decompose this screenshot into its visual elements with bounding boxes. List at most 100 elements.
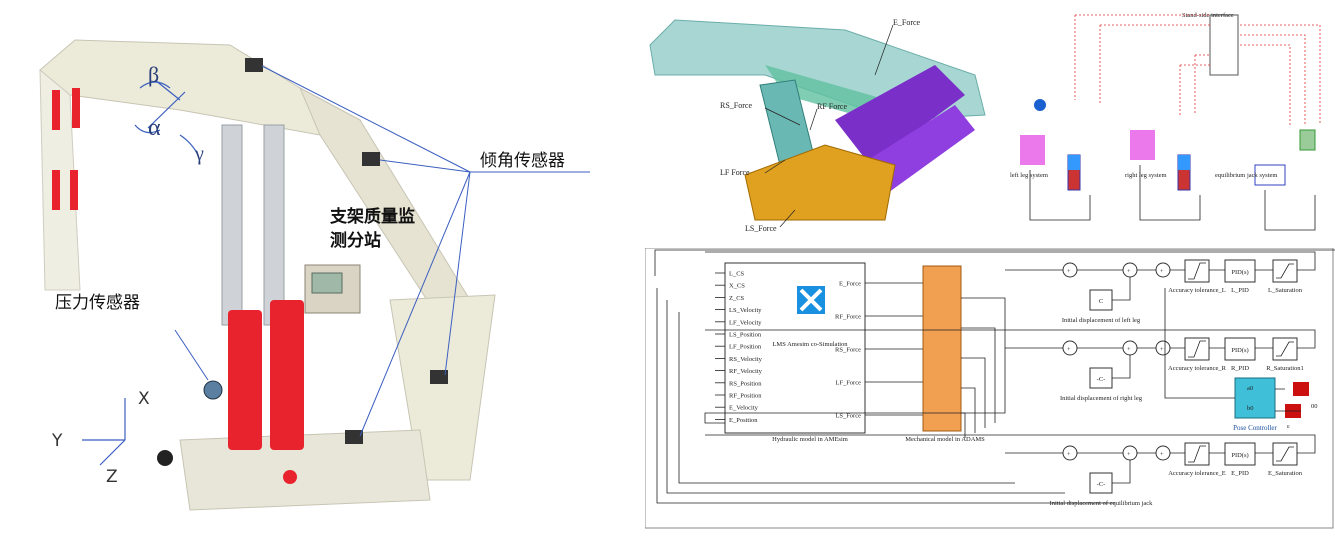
saturation-label: R_Saturation1 — [1266, 365, 1304, 372]
amesim-input-label: RS_Velocity — [729, 356, 763, 363]
side-cylinder — [52, 170, 60, 210]
simulink-diagram: L_CSX_CSZ_CSLS_VelocityLF_VelocityLS_Pos… — [644, 247, 1335, 529]
deadzone-icon — [1188, 262, 1206, 280]
saturation-icon — [1276, 446, 1294, 462]
adams-base — [744, 144, 896, 221]
pressure-sensor-label: 压力传感器 — [55, 293, 140, 313]
const-value: -C- — [1097, 376, 1106, 383]
amesim-input-label: LF_Velocity — [729, 319, 762, 326]
amesim-input-ports: L_CSX_CSZ_CSLS_VelocityLF_VelocityLS_Pos… — [715, 271, 763, 424]
pid-block[interactable] — [1224, 442, 1256, 466]
left-leg-cylinder — [228, 310, 262, 450]
xyz-axes — [82, 398, 126, 466]
rs-force-label: RS_Force — [720, 101, 752, 110]
force-output-label: LF_Force — [835, 380, 861, 387]
control-row: +++-C-Initial displacement of equilibriu… — [705, 434, 1316, 507]
hydraulic-support-3d-panel: β α γ X Y Z 倾角传感器 支架质量监 测分站 压力传感器 — [0, 0, 620, 537]
left-leg-system — [1020, 135, 1091, 221]
feedback-wires — [654, 249, 1335, 504]
monitoring-station-label-1: 支架质量监 — [330, 206, 415, 227]
sum-sign: + — [1067, 451, 1071, 458]
red-const-1[interactable] — [1293, 382, 1309, 396]
const-value: -C- — [1097, 481, 1106, 488]
saturation-icon — [1276, 341, 1294, 357]
base-mark — [283, 470, 297, 484]
adams-model-illustration: E_Force RS_Force RF Force LF Force LS_Fo… — [649, 18, 986, 233]
sum-sign: + — [1127, 268, 1131, 275]
amesim-block[interactable] — [724, 262, 866, 434]
side-cylinder — [72, 88, 80, 128]
amesim-input-label: X_CS — [729, 283, 745, 290]
pose-controller-label: Pose Controller — [1233, 424, 1277, 432]
pid-label: L_PID — [1231, 287, 1249, 294]
saturation-icon — [1276, 263, 1294, 279]
hydraulic-support-illustration: β α γ X Y Z 倾角传感器 支架质量监 测分站 压力传感器 — [39, 39, 590, 511]
amesim-input-label: RF_Position — [729, 393, 762, 400]
amesim-schematic-panel: Stand-side interface left leg system rig… — [1010, 5, 1335, 237]
adams-output-wires — [704, 297, 1006, 438]
pid-block[interactable] — [1224, 337, 1256, 361]
tolerance-label: Accuracy tolerance_E — [1168, 470, 1226, 477]
const-value: C — [1099, 298, 1103, 305]
alpha-label: α — [148, 115, 161, 141]
right-leg-system — [1130, 130, 1201, 221]
sum-sign: + — [1127, 451, 1131, 458]
interface-block — [1209, 14, 1239, 76]
force-output-label: RF_Force — [835, 314, 861, 321]
amesim-input-label: RF_Velocity — [729, 368, 763, 375]
row-wire — [705, 329, 1316, 349]
axis-z-label: Z — [106, 467, 118, 487]
amesim-schematic: Stand-side interface left leg system rig… — [1010, 12, 1321, 231]
force-output-label: RS_Force — [835, 347, 861, 354]
signal-lines — [1074, 14, 1321, 125]
force-output-label: E_Force — [839, 281, 861, 288]
pid-text: PID(s) — [1231, 269, 1248, 276]
pressure-sensor — [203, 380, 223, 400]
right-leg-stem — [263, 124, 285, 326]
pid-text: PID(s) — [1231, 347, 1248, 354]
angle-indicators — [134, 79, 199, 156]
const-wire — [1112, 277, 1131, 301]
sum-sign: + — [1127, 346, 1131, 353]
interface-header: Stand-side interface — [1182, 12, 1234, 19]
pid-block[interactable] — [1224, 259, 1256, 283]
row-wire — [705, 434, 1316, 454]
amesim-input-label: RS_Position — [729, 380, 762, 387]
tilt-sensor-canopy — [245, 58, 263, 72]
sum-sign: + — [1160, 268, 1164, 275]
deadzone-icon — [1188, 340, 1206, 358]
red-const-1-label: 00 — [1311, 403, 1318, 410]
const-label: Initial displacement of equilibrium jack — [1050, 500, 1154, 507]
rf-force-label: RF Force — [817, 102, 847, 111]
control-row: +++-C-Initial displacement of right legA… — [705, 329, 1316, 402]
adams-model-panel: E_Force RS_Force RF Force LF Force LS_Fo… — [645, 5, 1015, 237]
row-wire — [705, 251, 1316, 271]
sum-sign: + — [1067, 268, 1071, 275]
amesim-input-label: L_CS — [729, 271, 745, 278]
amesim-center-label: LMS Amesim co-Simulation — [772, 341, 848, 348]
left-leg-stem — [221, 124, 243, 326]
adams-force-leaders — [764, 24, 894, 228]
const-wire — [1112, 355, 1131, 379]
pid-label: R_PID — [1231, 365, 1249, 372]
pose-controller-block[interactable] — [1234, 377, 1276, 419]
amesim-input-label: E_Velocity — [729, 405, 759, 412]
pose-wires — [1164, 288, 1301, 412]
ls-force-label: LS_Force — [745, 224, 777, 233]
tilt-sensor-label: 倾角传感器 — [480, 151, 565, 171]
const-label: Initial displacement of right leg — [1060, 395, 1143, 402]
pressure-sensor-leader — [174, 329, 209, 381]
amesim-caption: Hydraulic model in AMEsim — [772, 436, 848, 443]
pid-text: PID(s) — [1231, 452, 1248, 459]
monitoring-station-label-2: 测分站 — [330, 230, 381, 251]
adams-block[interactable] — [922, 265, 962, 432]
pose-b-label: b0 — [1247, 405, 1254, 412]
saturation-label: L_Saturation — [1268, 287, 1303, 294]
amesim-input-label: E_Position — [729, 417, 758, 424]
side-cylinder — [52, 90, 60, 130]
equilibrium-jack-system — [1254, 129, 1316, 231]
left-leg-system-label: left leg system — [1010, 172, 1048, 179]
pose-a-label: a0 — [1247, 385, 1253, 392]
amesim-input-label: LS_Position — [729, 332, 762, 339]
